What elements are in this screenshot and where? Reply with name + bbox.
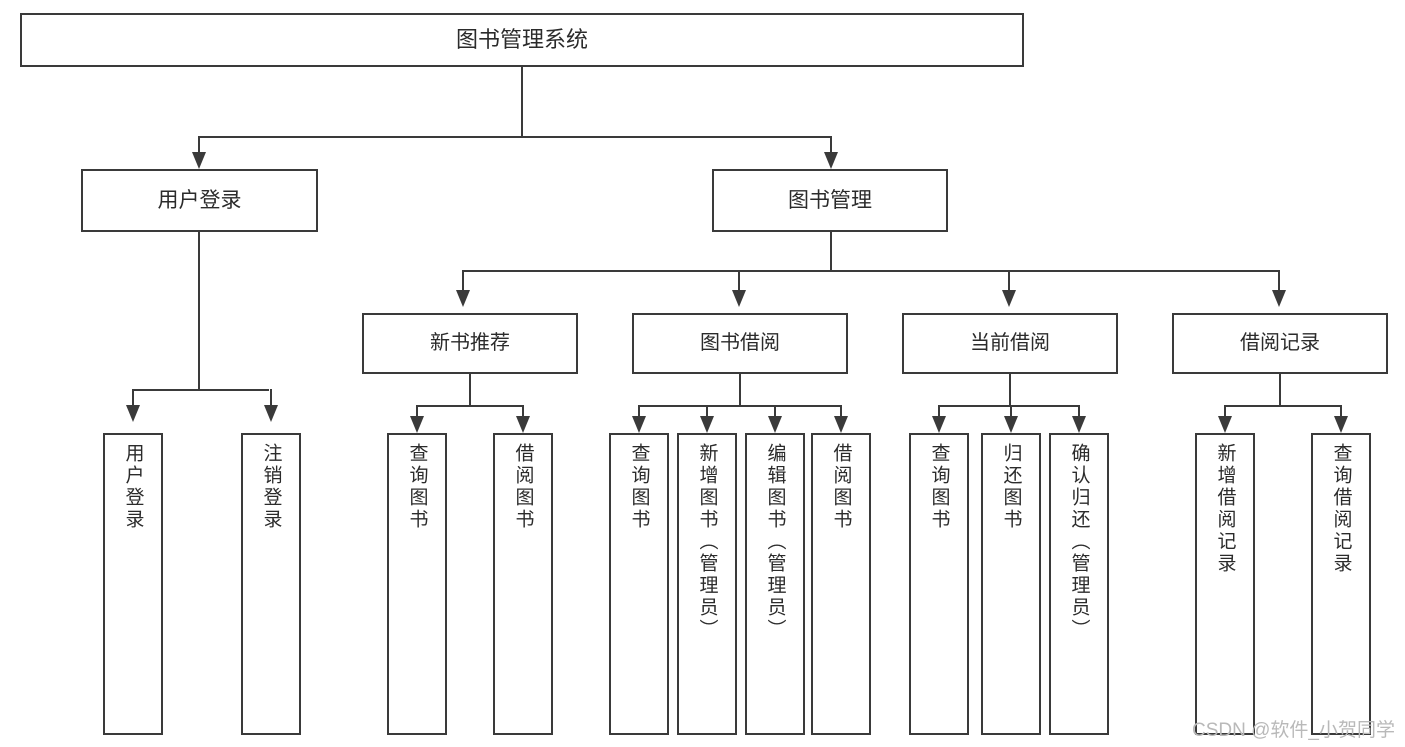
connector-nbr-stem: [469, 374, 471, 407]
node-label: 新增借阅记录: [1214, 443, 1236, 575]
arrowhead-bb-leaf-3: [768, 416, 782, 433]
leaf-book-borrow-edit[interactable]: 编辑图书（管理员）: [745, 433, 805, 735]
arrowhead-cb-leaf-2: [1004, 416, 1018, 433]
node-label: 查询图书: [628, 443, 650, 531]
leaf-current-borrow-return[interactable]: 归还图书: [981, 433, 1041, 735]
node-label: 当前借阅: [970, 332, 1050, 355]
arrowhead-bb-leaf-4: [834, 416, 848, 433]
node-user-login[interactable]: 用户登录: [81, 169, 318, 232]
arrowhead-user-login-leaf-1: [126, 405, 140, 422]
leaf-borrow-record-query[interactable]: 查询借阅记录: [1311, 433, 1371, 735]
connector-bm-drop-2: [738, 270, 740, 292]
connector-bb-drop-2: [706, 405, 708, 417]
arrowhead-br-leaf-1: [1218, 416, 1232, 433]
connector-cb-drop-3: [1078, 405, 1080, 417]
connector-br-drop-1: [1224, 405, 1226, 417]
connector-br-drop-2: [1340, 405, 1342, 417]
node-label: 注销登录: [260, 443, 282, 531]
connector-nbr-drop-2: [522, 405, 524, 417]
node-label: 用户登录: [157, 188, 242, 212]
connector-book-management-bus: [462, 270, 1280, 272]
connector-bb-drop-4: [840, 405, 842, 417]
arrowhead-cb-leaf-1: [932, 416, 946, 433]
arrowhead-bm-to-current-borrow: [1002, 290, 1016, 307]
node-root-book-management-system[interactable]: 图书管理系统: [20, 13, 1024, 67]
connector-bb-drop-3: [774, 405, 776, 417]
node-label: 借阅图书: [512, 443, 534, 531]
node-borrow-records[interactable]: 借阅记录: [1172, 313, 1388, 374]
connector-nbr-drop-1: [416, 405, 418, 417]
watermark-text: CSDN @软件_小贺同学: [1192, 720, 1395, 741]
node-label: 借阅图书: [830, 443, 852, 531]
connector-root-stem: [521, 67, 523, 137]
node-label: 确认归还（管理员）: [1068, 443, 1090, 641]
leaf-book-borrow-add[interactable]: 新增图书（管理员）: [677, 433, 737, 735]
arrowhead-user-login-leaf-2: [264, 405, 278, 422]
connector-bb-stem: [739, 374, 741, 407]
arrowhead-bm-to-new-book-recommend: [456, 290, 470, 307]
connector-book-management-stem: [830, 232, 832, 271]
node-label: 借阅记录: [1240, 332, 1320, 355]
leaf-user-login-signout[interactable]: 注销登录: [241, 433, 301, 735]
connector-root-to-book-management: [830, 136, 832, 154]
node-label: 新书推荐: [430, 332, 510, 355]
connector-bb-drop-1: [638, 405, 640, 417]
connector-bb-bus: [638, 405, 842, 407]
arrowhead-cb-leaf-3: [1072, 416, 1086, 433]
node-book-management[interactable]: 图书管理: [712, 169, 948, 232]
node-label: 查询图书: [406, 443, 428, 531]
connector-bm-drop-3: [1008, 270, 1010, 292]
connector-bm-drop-1: [462, 270, 464, 292]
connector-user-login-drop-1: [132, 389, 134, 407]
node-label: 查询图书: [928, 443, 950, 531]
node-label: 用户登录: [122, 443, 144, 531]
arrowhead-root-to-book-management: [824, 152, 838, 169]
node-label: 图书借阅: [700, 332, 780, 355]
node-label: 查询借阅记录: [1330, 443, 1352, 575]
connector-cb-bus: [938, 405, 1080, 407]
connector-nbr-bus: [416, 405, 524, 407]
arrowhead-br-leaf-2: [1334, 416, 1348, 433]
arrowhead-bm-to-borrow-records: [1272, 290, 1286, 307]
arrowhead-nbr-leaf-1: [410, 416, 424, 433]
leaf-borrow-record-add[interactable]: 新增借阅记录: [1195, 433, 1255, 735]
arrowhead-bm-to-book-borrow: [732, 290, 746, 307]
node-book-borrow[interactable]: 图书借阅: [632, 313, 848, 374]
leaf-new-book-query[interactable]: 查询图书: [387, 433, 447, 735]
arrowhead-bb-leaf-2: [700, 416, 714, 433]
leaf-user-login-signin[interactable]: 用户登录: [103, 433, 163, 735]
connector-cb-drop-2: [1010, 405, 1012, 417]
connector-cb-stem: [1009, 374, 1011, 407]
node-current-borrow[interactable]: 当前借阅: [902, 313, 1118, 374]
arrowhead-bb-leaf-1: [632, 416, 646, 433]
leaf-new-book-borrow[interactable]: 借阅图书: [493, 433, 553, 735]
connector-cb-drop-1: [938, 405, 940, 417]
leaf-book-borrow-borrow[interactable]: 借阅图书: [811, 433, 871, 735]
leaf-book-borrow-query[interactable]: 查询图书: [609, 433, 669, 735]
connector-root-to-user-login: [198, 136, 200, 154]
node-label: 编辑图书（管理员）: [764, 443, 786, 641]
arrowhead-nbr-leaf-2: [516, 416, 530, 433]
arrowhead-root-to-user-login: [192, 152, 206, 169]
connector-user-login-bus: [132, 389, 269, 391]
node-label: 图书管理系统: [455, 26, 588, 52]
leaf-current-borrow-query[interactable]: 查询图书: [909, 433, 969, 735]
node-label: 归还图书: [1000, 443, 1022, 531]
leaf-current-borrow-confirm-return[interactable]: 确认归还（管理员）: [1049, 433, 1109, 735]
node-new-book-recommend[interactable]: 新书推荐: [362, 313, 578, 374]
connector-br-stem: [1279, 374, 1281, 407]
connector-user-login-stem: [198, 232, 200, 390]
connector-root-bus: [198, 136, 832, 138]
connector-br-bus: [1224, 405, 1342, 407]
connector-bm-drop-4: [1278, 270, 1280, 292]
connector-user-login-drop-2: [270, 389, 272, 407]
node-label: 新增图书（管理员）: [696, 443, 718, 641]
node-label: 图书管理: [788, 188, 872, 212]
